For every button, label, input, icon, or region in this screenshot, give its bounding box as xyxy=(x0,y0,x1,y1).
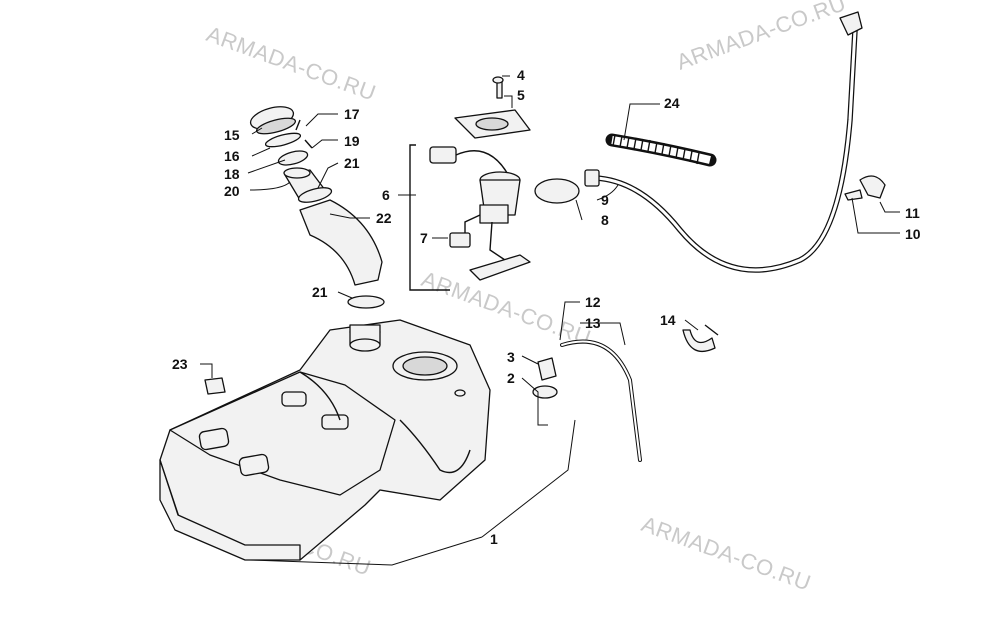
valve xyxy=(537,357,557,381)
callout-16: 16 xyxy=(224,148,240,164)
callout-18: 18 xyxy=(224,166,240,182)
fuel-line xyxy=(584,11,863,273)
filler-hose xyxy=(299,199,383,286)
callout-22: 22 xyxy=(376,210,392,226)
strap xyxy=(682,329,716,353)
connector xyxy=(449,232,471,248)
fitting xyxy=(584,169,600,187)
callout-14: 14 xyxy=(660,312,676,328)
callout-15: 15 xyxy=(224,127,240,143)
callout-13: 13 xyxy=(585,315,601,331)
callout-19: 19 xyxy=(344,133,360,149)
leader-lines xyxy=(200,75,900,566)
o-ring xyxy=(534,178,580,204)
watermark: ARMADA-CO.RU xyxy=(673,0,849,75)
callout-9: 9 xyxy=(601,192,609,208)
hose-clamp xyxy=(347,295,385,309)
grommet xyxy=(532,385,558,399)
fuel-tank xyxy=(159,319,491,561)
filler-ring xyxy=(277,150,309,166)
label-decal xyxy=(204,377,226,395)
callout-12: 12 xyxy=(585,294,601,310)
callout-8: 8 xyxy=(601,212,609,228)
clip-and-screw xyxy=(844,175,886,201)
clip xyxy=(859,175,886,199)
callout-5: 5 xyxy=(517,87,525,103)
callout-3: 3 xyxy=(507,349,515,365)
callout-17: 17 xyxy=(344,106,360,122)
callout-4: 4 xyxy=(517,67,525,83)
callout-numbers: 1 2 3 4 5 6 7 8 9 10 11 12 13 14 15 16 1… xyxy=(172,67,921,547)
callout-10: 10 xyxy=(905,226,921,242)
callout-11: 11 xyxy=(905,205,920,221)
screw xyxy=(844,189,863,201)
callout-21-upper: 21 xyxy=(344,155,360,171)
fitting xyxy=(839,11,863,36)
hose-sleeve xyxy=(605,133,717,167)
callout-7: 7 xyxy=(420,230,428,246)
callout-6: 6 xyxy=(382,187,390,203)
callout-21-lower: 21 xyxy=(312,284,328,300)
fuel-pump-assembly xyxy=(409,76,580,291)
vent-parts xyxy=(532,339,642,462)
filler-parts xyxy=(249,106,385,309)
callout-23: 23 xyxy=(172,356,188,372)
watermark: ARMADA-CO.RU xyxy=(203,21,379,105)
hose-clamp xyxy=(297,187,333,203)
watermark: ARMADA-CO.RU xyxy=(638,511,814,595)
callout-1: 1 xyxy=(490,531,498,547)
connector xyxy=(429,146,457,164)
callout-20: 20 xyxy=(224,183,240,199)
cap-gasket xyxy=(264,132,302,148)
callout-2: 2 xyxy=(507,370,515,386)
callout-24: 24 xyxy=(664,95,680,111)
